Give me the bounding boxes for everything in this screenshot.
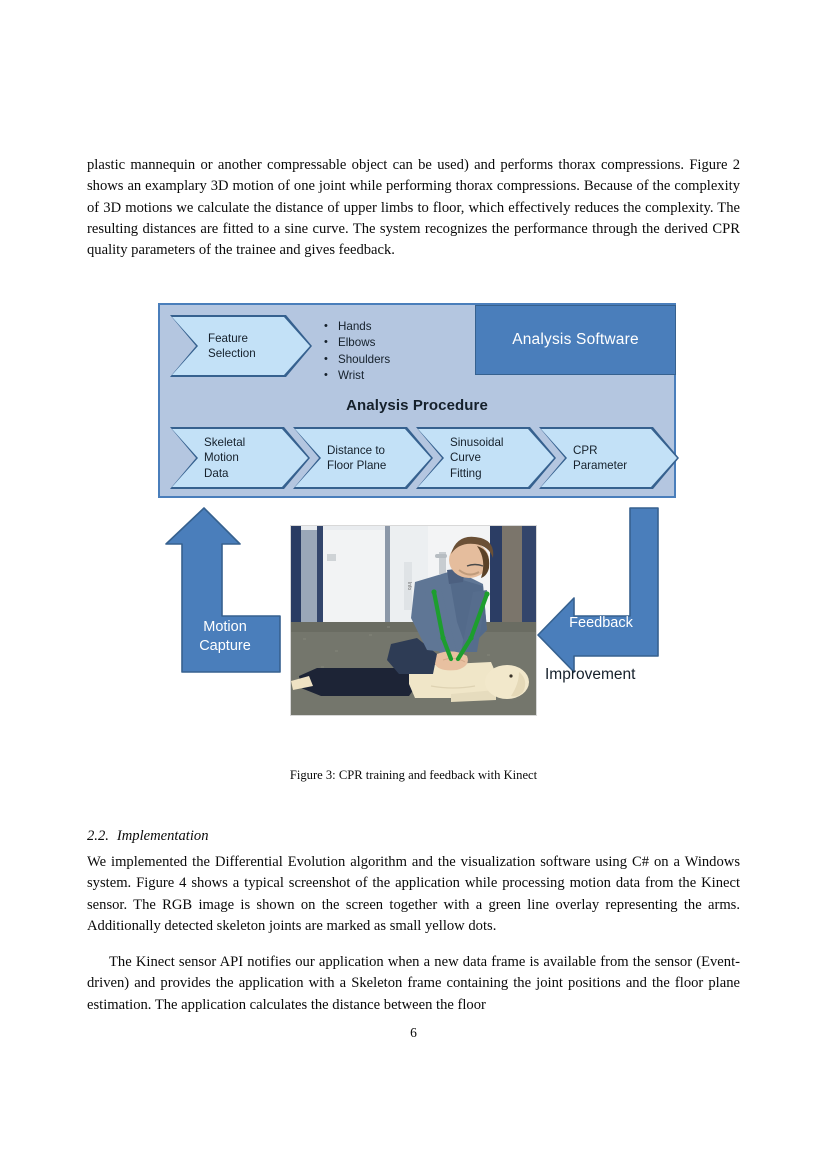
step-label-3: Sinusoidal Curve Fitting: [450, 436, 504, 480]
section-title: Implementation: [116, 828, 209, 844]
step-label-4: CPR Parameter: [573, 443, 628, 472]
paragraph-text: The Kinect sensor API notifies our appli…: [87, 954, 740, 1013]
analysis-diagram-container: Analysis Software Feature Selection Hand…: [158, 303, 676, 498]
feature-bullet-list: Hands Elbows Shoulders Wrist: [324, 318, 390, 385]
motion-capture-label: Motion Capture: [199, 619, 251, 654]
step-label-2: Distance to Floor Plane: [327, 443, 387, 472]
motion-capture-arrow: [165, 507, 281, 673]
paragraph-text: plastic mannequin or another compressabl…: [87, 157, 740, 259]
top-paragraph-block: plastic mannequin or another compressabl…: [87, 155, 740, 261]
section-heading: 2.2. Implementation: [87, 828, 209, 845]
section-number: 2.2.: [87, 828, 109, 844]
feedback-label: Feedback: [569, 615, 633, 631]
step-chevron-2: Distance to Floor Plane: [295, 429, 431, 487]
photo-content: Info: [291, 526, 536, 715]
implementation-paragraph-1-block: We implemented the Differential Evolutio…: [87, 852, 740, 937]
step-label-1: Skeletal Motion Data: [204, 436, 246, 480]
feature-selection-chevron: Feature Selection: [172, 317, 310, 375]
page-number: 6: [410, 1025, 417, 1040]
analysis-procedure-title: Analysis Procedure: [346, 397, 488, 414]
implementation-paragraph-2-block: The Kinect sensor API notifies our appli…: [87, 952, 740, 1016]
figure-caption: Figure 3: CPR training and feedback with…: [289, 768, 538, 782]
step-chevron-4: CPR Parameter: [541, 429, 677, 487]
paragraph-text: We implemented the Differential Evolutio…: [87, 854, 740, 934]
feature-selection-label: Feature Selection: [208, 331, 256, 360]
cpr-training-photo: Info: [290, 525, 537, 716]
step-chevron-3: Sinusoidal Curve Fitting: [418, 429, 554, 487]
feedback-arrow: [537, 507, 659, 673]
figure-3: Analysis Software Feature Selection Hand…: [0, 296, 827, 736]
list-item: Hands: [324, 318, 390, 335]
svg-text:Info: Info: [406, 582, 412, 591]
improvement-label: Improvement: [545, 666, 636, 683]
list-item: Elbows: [324, 334, 390, 351]
list-item: Wrist: [324, 367, 390, 384]
list-item: Shoulders: [324, 351, 390, 368]
analysis-software-box: Analysis Software: [475, 305, 676, 375]
procedure-step-row: Skeletal Motion Data Distance to Floor P…: [160, 427, 678, 489]
step-chevron-1: Skeletal Motion Data: [172, 429, 308, 487]
